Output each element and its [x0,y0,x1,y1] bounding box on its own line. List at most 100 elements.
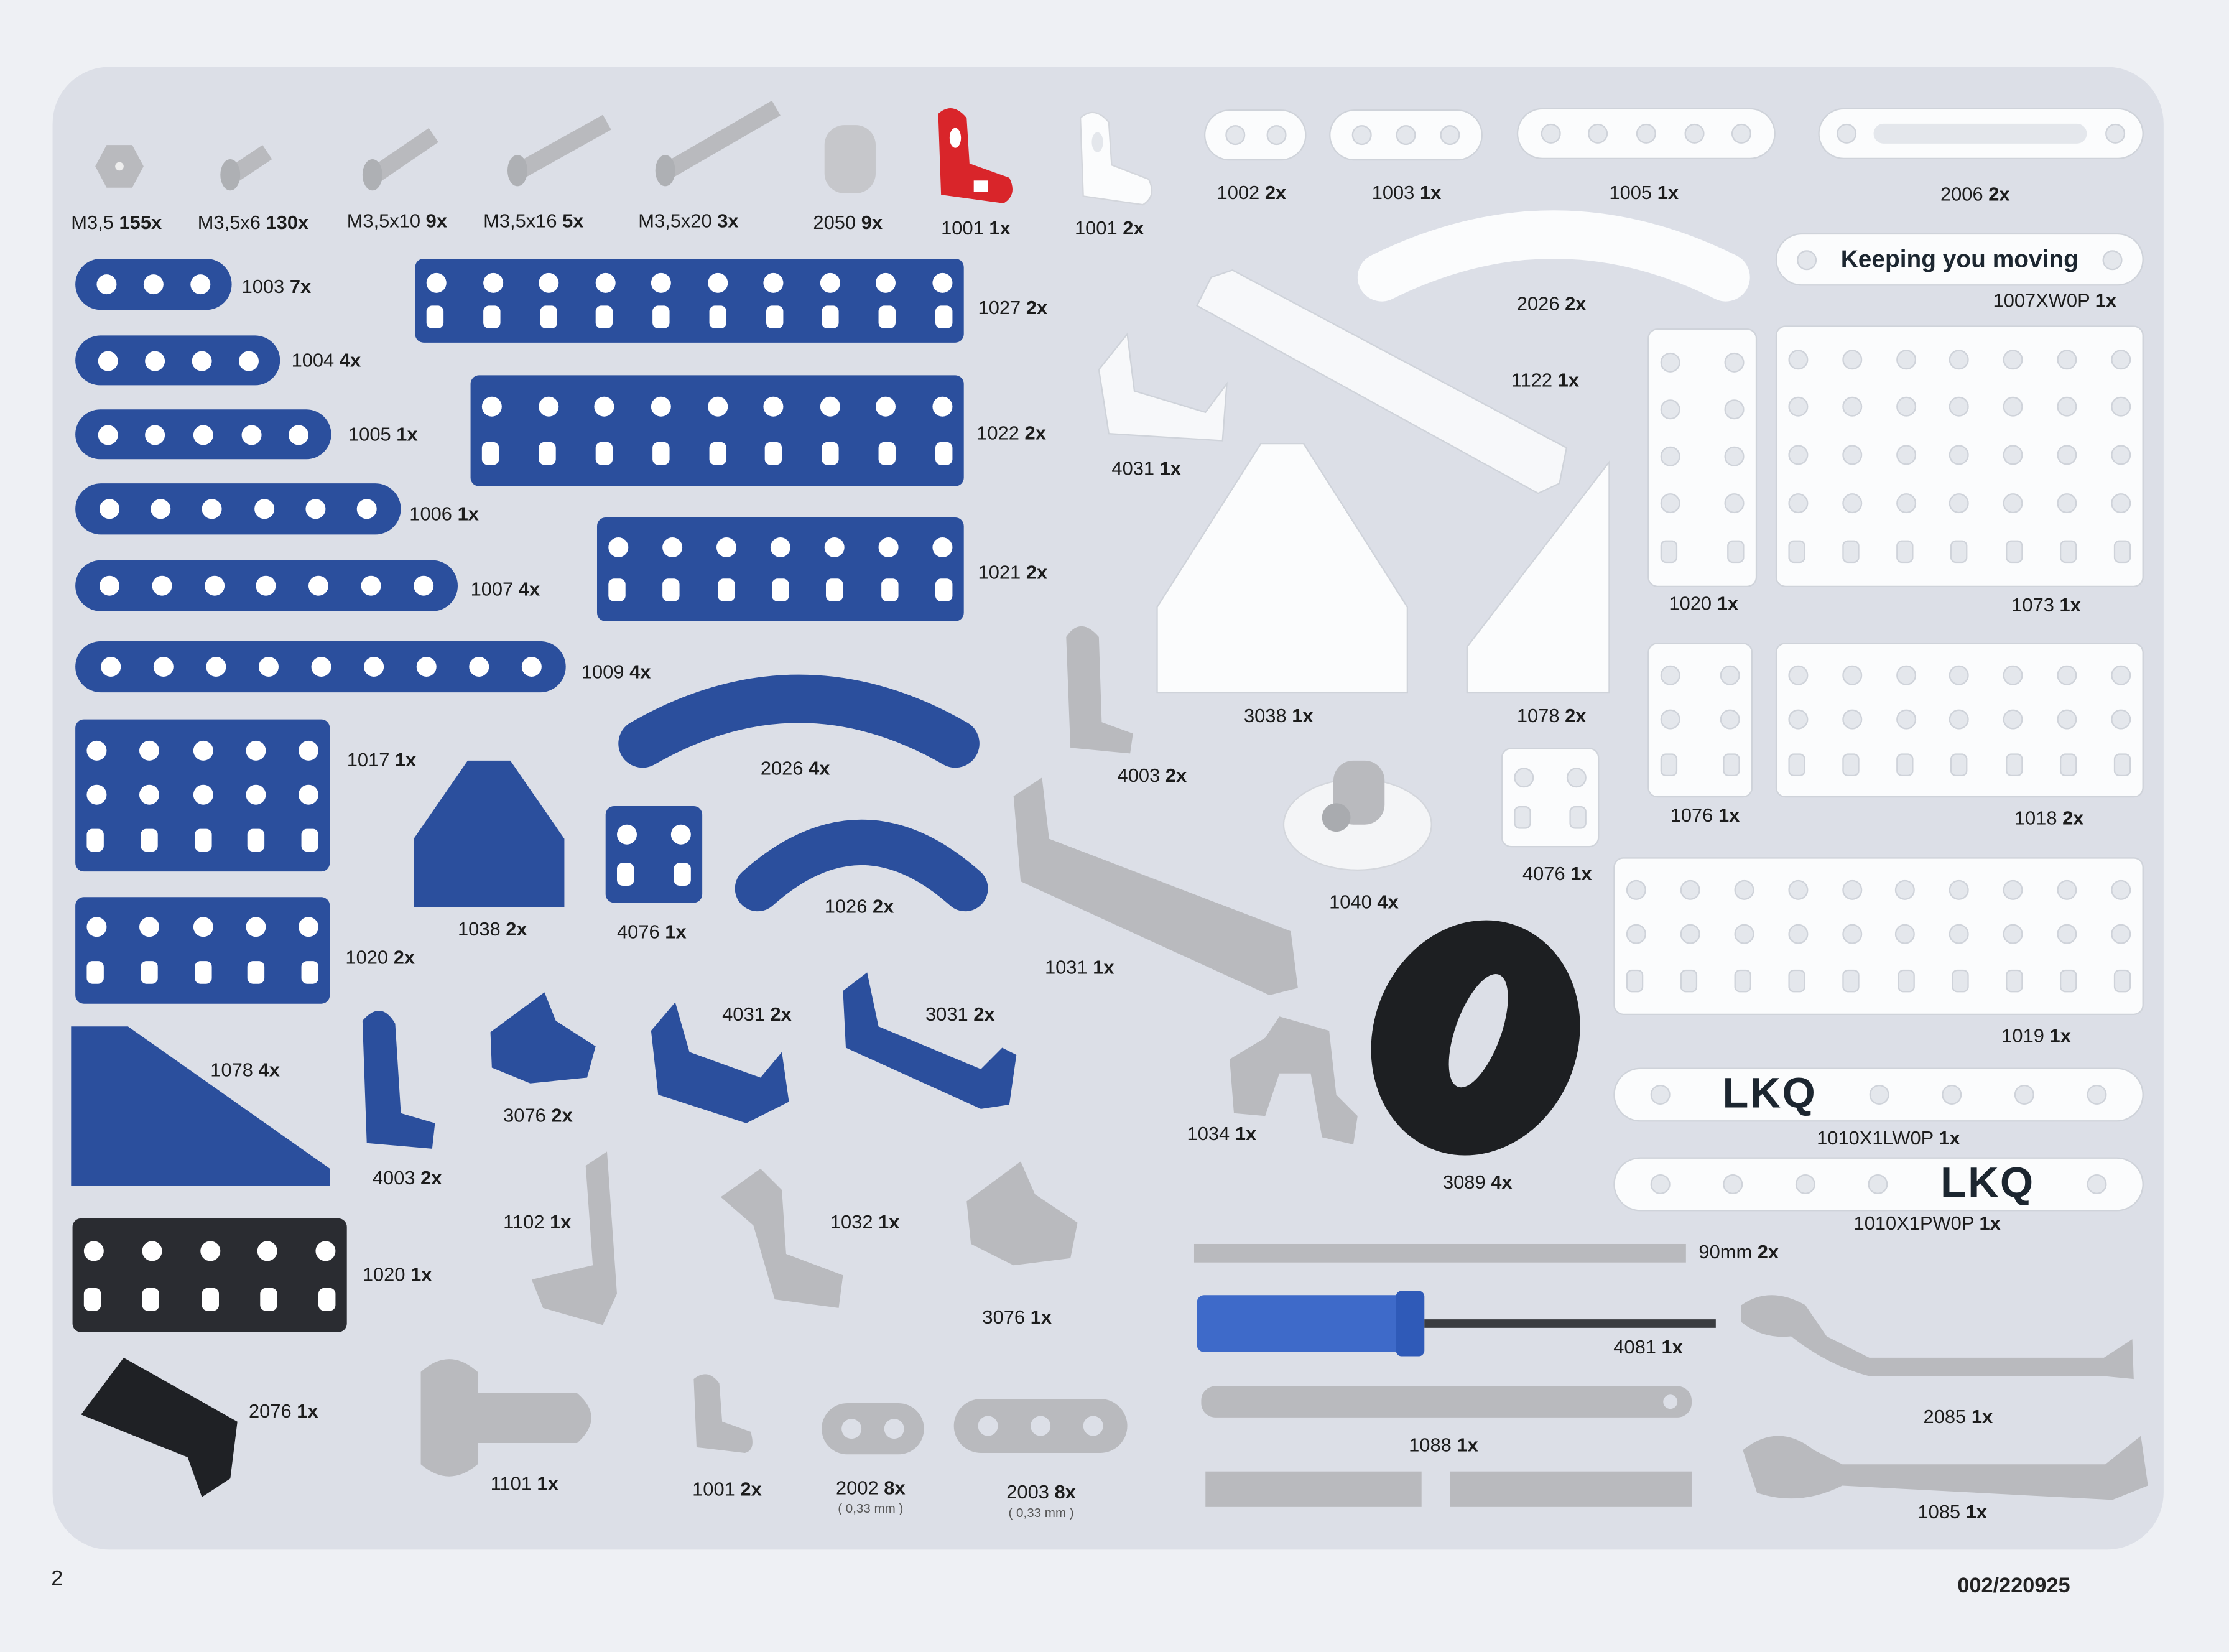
part-code: M3,5 [71,211,114,233]
screw-10-icon [362,128,438,191]
hole [1896,445,1916,465]
part-code: 4031 [722,1003,765,1025]
hole [1949,445,1970,465]
part-label: 1032 1x [830,1211,900,1232]
part-quantity: 1x [1093,957,1114,978]
part-code: 4081 [1613,1336,1656,1358]
hole [763,396,784,417]
hole-row [1788,397,2131,417]
hole [1797,249,1817,270]
hole-row [83,1240,336,1261]
hole [2105,123,2125,144]
part-label: 3038 1x [1244,705,1314,726]
spacer-icon [824,125,876,193]
hole [1514,805,1531,828]
hole [820,273,840,294]
hole [1720,664,1740,685]
hole [1722,1174,1743,1194]
part-code: 1073 [2011,594,2054,616]
part-code: 1019 [2001,1024,2044,1047]
part-code: 2026 [1516,292,1560,315]
part-label: 1005 1x [348,424,418,445]
grey-bracket-1102 [531,1151,617,1325]
part-code: 1088 [1409,1434,1452,1456]
part-code: 4076 [616,921,660,943]
hole [595,273,615,294]
white-plate-1076 [1649,644,1751,796]
hole-row [1514,805,1587,828]
part-quantity: 3x [717,210,739,232]
part-code: 1005 [348,424,391,445]
part-quantity: 8x [884,1477,906,1499]
hole [822,442,840,465]
blue-strip-1005 [75,409,331,460]
hole [876,273,896,294]
part-code: 1006 [409,503,452,525]
hole [1896,753,1914,776]
hole [826,578,844,602]
hole-row [1660,664,1740,685]
blue-strip-1003 [75,258,232,310]
part-quantity: 2x [770,1003,792,1025]
hole [141,1240,162,1261]
hole [608,578,626,602]
hole [256,575,277,596]
hole [1569,805,1587,828]
part-label: 1001 2x [692,1478,762,1500]
hole-row [1626,924,2131,945]
hole [1843,970,1860,993]
blue-curved-strip-1026 [735,819,988,912]
hole [356,499,377,519]
hole [2005,753,2023,776]
part-label: M3,5 155x [71,212,162,233]
part-quantity: 1x [2049,1024,2071,1047]
part-code: 3038 [1243,705,1287,726]
part-label: 1034 1x [1187,1123,1257,1144]
blue-plate-1017 [75,719,330,872]
hole [1724,351,1745,372]
hole [1951,970,1968,993]
part-quantity: 1x [537,1472,558,1495]
hole [139,740,160,760]
hole [1788,493,1809,513]
hole [538,396,558,417]
keeping-you-moving-strip: Keeping you moving [1777,234,2143,285]
hole-row [1788,540,2131,564]
hole [717,578,735,602]
hole [2110,924,2131,945]
blue-plate-1020 [75,897,330,1004]
hole [1951,753,1968,776]
part-quantity: 2x [1988,183,2010,205]
blue-strip-1004 [75,335,280,386]
hole [248,828,265,851]
part-label: M3,5x10 9x [347,210,447,231]
hole [1842,493,1862,513]
hole-row [608,578,953,602]
hole [83,1287,101,1311]
hole [481,442,499,465]
part-quantity: 1x [1717,593,1739,615]
hole [1626,924,1646,945]
hole [1680,879,1700,900]
hole [1788,445,1809,465]
hole [1949,664,1970,685]
part-code: 1010X1PW0P [1853,1212,1974,1234]
hole [1735,970,1752,993]
hole [1660,708,1680,729]
hole [98,424,118,445]
part-quantity: 5x [562,210,584,232]
white-plate-1073 [1777,327,2143,586]
part-label: 3076 1x [982,1307,1052,1328]
part-label: 1003 7x [242,276,312,297]
part-quantity: 2x [2062,807,2084,829]
part-label: 1004 4x [292,350,361,371]
hole [2087,1084,2108,1105]
hole [100,575,120,596]
part-label: 1018 2x [2014,807,2084,828]
hole [1680,924,1700,945]
part-code: 1020 [362,1263,405,1286]
hole [1788,349,1809,369]
part-code: 1003 [241,276,285,297]
part-label: 1001 1x [941,218,1011,239]
hole [238,350,258,371]
